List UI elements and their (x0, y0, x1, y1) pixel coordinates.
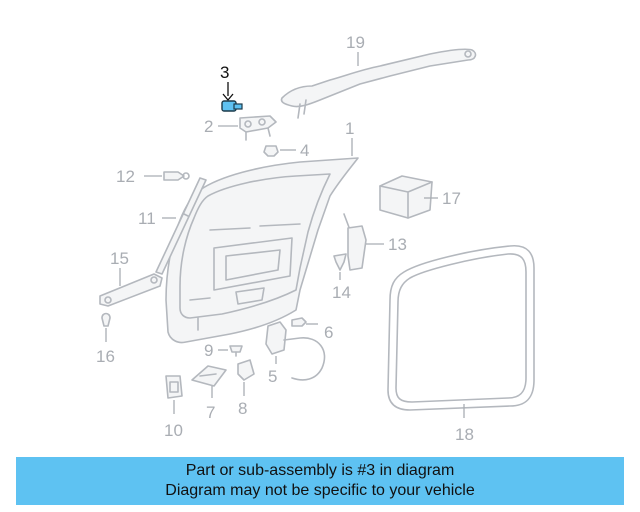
part-15-handle (99, 273, 163, 307)
part-5-switch (265, 321, 326, 381)
part-6-pin (291, 317, 307, 327)
part-9-screw (229, 345, 243, 357)
banner-line-1: Part or sub-assembly is #3 in diagram (185, 462, 455, 479)
part-14-bumper (333, 253, 347, 271)
part-10-box (165, 375, 183, 399)
part-8-clip (237, 359, 255, 381)
callout-12: 12 (116, 167, 135, 186)
part-19-rail (280, 48, 477, 119)
info-banner: Part or sub-assembly is #3 in diagram Di… (16, 457, 624, 505)
part-16-cap (101, 312, 111, 327)
callout-1: 1 (345, 119, 354, 138)
callout-13: 13 (388, 235, 407, 254)
callout-19: 19 (346, 33, 365, 52)
part-12-ball-stud (163, 171, 190, 181)
part-7-bracket (191, 365, 227, 387)
part-17-module (379, 175, 433, 219)
part-18-weatherstrip (387, 244, 535, 411)
callout-9: 9 (204, 341, 213, 360)
callout-6: 6 (324, 323, 333, 342)
part-13-latch (343, 213, 367, 271)
callout-5: 5 (268, 367, 277, 386)
part-4-nut (263, 145, 279, 157)
callout-14: 14 (332, 283, 351, 302)
callout-11: 11 (138, 209, 156, 228)
parts-diagram: 19 3 2 4 1 17 12 (96, 33, 535, 444)
callout-18: 18 (455, 425, 474, 444)
part-3-bolt (221, 100, 243, 112)
callout-10: 10 (164, 421, 183, 440)
part-11-gas-strut (155, 177, 207, 275)
part-1-liftgate (165, 157, 359, 344)
callout-8: 8 (238, 399, 247, 418)
callout-7: 7 (206, 403, 215, 422)
callout-2: 2 (204, 117, 213, 136)
callout-15: 15 (110, 249, 129, 268)
callout-16: 16 (96, 347, 115, 366)
banner-line-2: Diagram may not be specific to your vehi… (165, 482, 475, 499)
callout-3: 3 (220, 63, 229, 82)
part-2-hinge (239, 115, 277, 141)
callout-17: 17 (442, 189, 461, 208)
callout-4: 4 (300, 141, 309, 160)
arrow-3 (222, 93, 234, 102)
